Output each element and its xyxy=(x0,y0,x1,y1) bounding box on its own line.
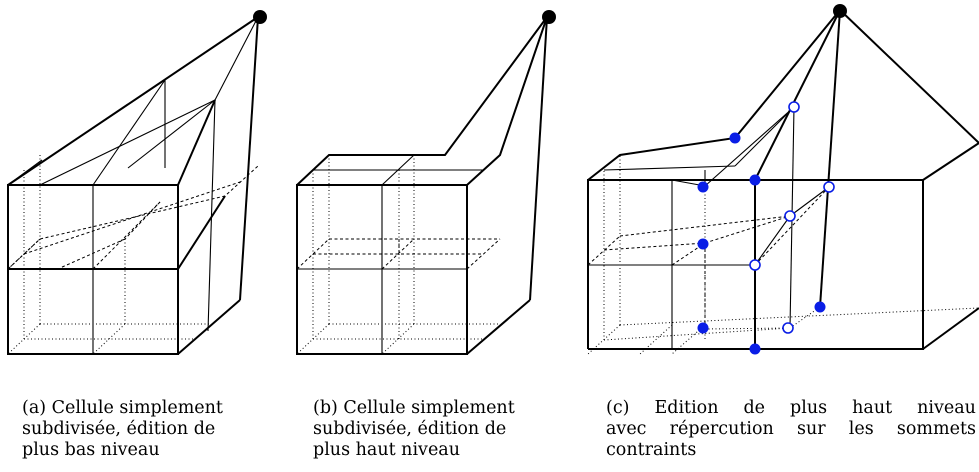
caption-c-word: Edition xyxy=(654,398,719,418)
diagram-a xyxy=(7,10,267,355)
vertex-hollow xyxy=(784,210,796,222)
control-point-c xyxy=(833,4,847,18)
caption-c-line-1: (c) Edition de plus haut niveau xyxy=(606,398,976,419)
caption-c-word: les xyxy=(848,419,874,439)
caption-b: (b) Cellule simplement subdivisée, éditi… xyxy=(313,398,553,461)
vertex-hollow xyxy=(749,259,761,271)
caption-c-word: sur xyxy=(796,419,826,439)
caption-c-word: de xyxy=(743,398,766,418)
caption-b-line: subdivisée, édition de xyxy=(313,419,507,439)
diagram-c-top-grid xyxy=(588,106,830,349)
vertex-filled xyxy=(814,301,826,313)
diagram-c xyxy=(587,4,979,355)
vertex-filled xyxy=(749,174,761,186)
vertex-filled xyxy=(697,322,709,334)
caption-b-line: (b) Cellule simplement xyxy=(313,398,515,418)
caption-c-word: répercution xyxy=(669,419,774,439)
caption-a-line: subdivisée, édition de xyxy=(22,419,216,439)
diagram-b-mid-layer xyxy=(296,238,501,270)
control-point-b xyxy=(542,10,556,24)
caption-c-line-3: contraints xyxy=(606,440,697,460)
caption-c-line-2: avec répercution sur les sommets xyxy=(606,419,976,440)
vertex-hollow xyxy=(788,101,800,113)
diagram-c-cell-edges xyxy=(587,8,979,350)
caption-c-word: avec xyxy=(606,419,647,439)
diagram-c-constrained-vertices xyxy=(749,101,835,334)
caption-c-word: plus xyxy=(790,398,828,418)
control-point-a xyxy=(253,10,267,24)
diagram-b-cell-edges xyxy=(296,16,548,355)
vertex-filled xyxy=(729,132,741,144)
vertex-filled xyxy=(749,343,761,355)
caption-a-line: (a) Cellule simplement xyxy=(22,398,223,418)
diagram-a-cell-edges xyxy=(7,16,259,355)
diagram-a-mid-layer xyxy=(7,165,259,270)
vertex-hollow xyxy=(782,322,794,334)
caption-c-word: niveau xyxy=(917,398,976,418)
caption-a-line: plus bas niveau xyxy=(22,440,160,460)
caption-c-word: (c) xyxy=(606,398,630,418)
vertex-filled xyxy=(697,181,709,193)
vertex-hollow xyxy=(823,181,835,193)
caption-c-word: haut xyxy=(852,398,893,418)
diagram-b xyxy=(296,10,556,355)
vertex-filled xyxy=(697,238,709,250)
diagram-b-top-grid xyxy=(297,154,483,354)
caption-a: (a) Cellule simplement subdivisée, éditi… xyxy=(22,398,262,461)
diagram-c-mid-layer xyxy=(587,186,830,329)
caption-b-line: plus haut niveau xyxy=(313,440,460,460)
caption-c-word: sommets xyxy=(896,419,976,439)
diagram-c-hidden-lines xyxy=(587,155,979,355)
caption-c: (c) Edition de plus haut niveau avec rép… xyxy=(606,398,976,461)
diagram-c-moved-vertices xyxy=(697,132,826,355)
